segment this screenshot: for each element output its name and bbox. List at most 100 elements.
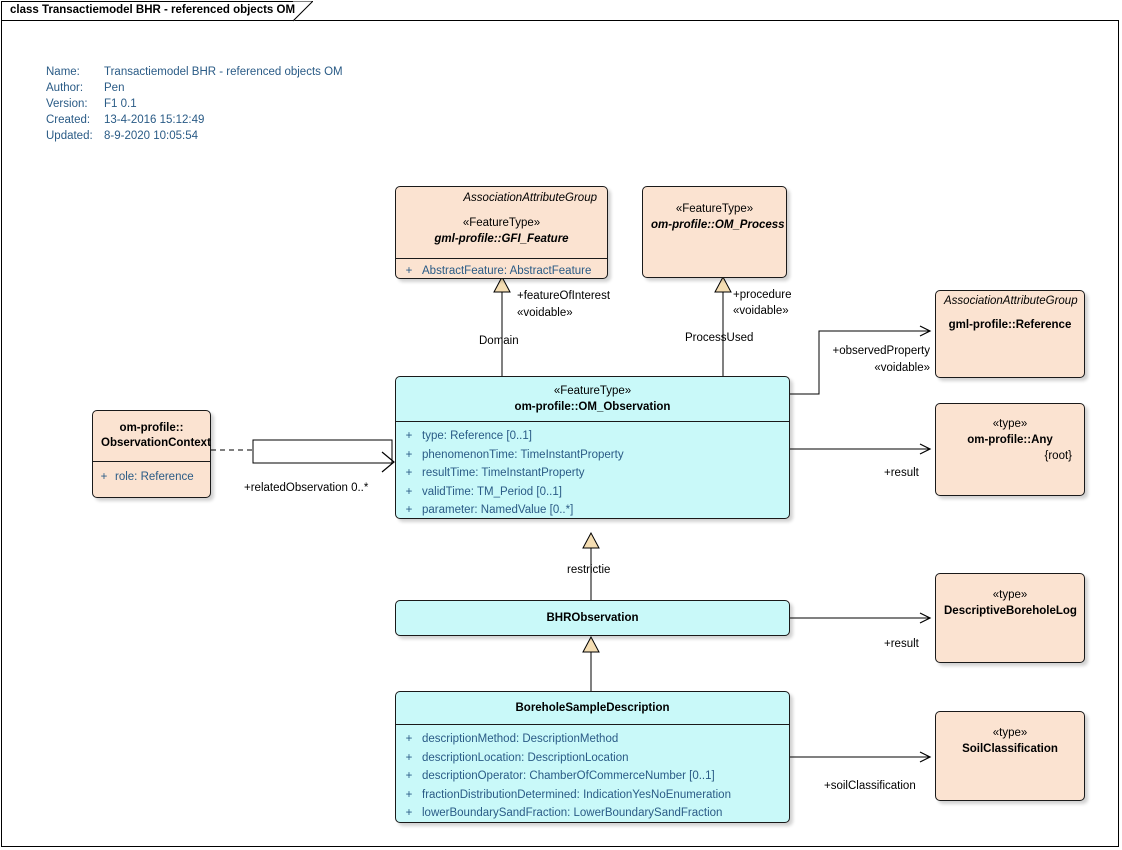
association-attribute-group-label-reference: AssociationAttributeGroup <box>944 295 1078 307</box>
diagram-title: class Transactiemodel BHR - referenced o… <box>10 4 296 16</box>
metadata-label-version: Version: <box>46 98 88 110</box>
metadata-row-name: Name: Transactiemodel BHR - referenced o… <box>46 64 343 80</box>
class-header-any: «type» om-profile::Any {root} <box>936 404 1084 471</box>
attribute-text: descriptionOperator: ChamberOfCommerceNu… <box>422 770 715 782</box>
metadata-value-version: F1 0.1 <box>104 98 137 110</box>
attribute-visibility: + <box>405 265 413 277</box>
attribute-row: + lowerBoundarySandFraction: LowerBounda… <box>396 804 789 823</box>
attribute-visibility: + <box>100 471 108 483</box>
class-soilclassification[interactable]: «type» SoilClassification <box>935 711 1085 801</box>
association-attribute-group-label-gfi-feature: AssociationAttributeGroup <box>463 192 597 204</box>
class-header-gfi-feature: AssociationAttributeGroup «FeatureType» … <box>396 187 607 259</box>
class-descriptiveboreholelog[interactable]: «type» DescriptiveBoreholeLog <box>935 573 1085 663</box>
connector-label-relatedobservation: +relatedObservation 0..* <box>244 482 369 494</box>
class-header-soilclassification: «type» SoilClassification <box>936 712 1084 764</box>
attribute-text: descriptionLocation: DescriptionLocation <box>422 751 629 764</box>
attribute-visibility: + <box>405 788 413 801</box>
metadata-row-version: Version: F1 0.1 <box>46 96 343 112</box>
diagram-frame-border <box>1 20 1119 847</box>
class-name-observationcontext-line1: om-profile:: <box>119 422 184 434</box>
stereotype-any: «type» <box>992 418 1028 430</box>
connector-label-restrictie: restrictie <box>567 564 611 576</box>
attribute-text: AbstractFeature: AbstractFeature <box>422 265 592 277</box>
attribute-text: lowerBoundarySandFraction: LowerBoundary… <box>422 807 723 819</box>
metadata-row-created: Created: 13-4-2016 15:12:49 <box>46 112 343 128</box>
stereotype-descriptiveboreholelog: «type» <box>992 589 1028 601</box>
class-name-gfi-feature: gml-profile::GFI_Feature <box>434 233 569 245</box>
metadata-value-updated: 8-9-2020 10:05:54 <box>104 130 198 142</box>
connector-label-processused: ProcessUsed <box>685 332 754 344</box>
class-header-boreholesampledescription: BoreholeSampleDescription <box>396 692 789 725</box>
attribute-text: phenomenonTime: TimeInstantProperty <box>422 448 624 461</box>
attribute-text: type: Reference [0..1] <box>422 430 532 442</box>
class-header-om-observation: «FeatureType» om-profile::OM_Observation <box>396 377 789 422</box>
class-boreholesampledescription[interactable]: BoreholeSampleDescription + descriptionM… <box>395 691 790 823</box>
connector-label-domain: Domain <box>479 335 519 347</box>
class-header-om-process: «FeatureType» om-profile::OM_Process <box>643 187 786 240</box>
attribute-row: + descriptionOperator: ChamberOfCommerce… <box>396 767 789 786</box>
metadata-value-author: Pen <box>104 82 125 94</box>
class-gml-profile-gfi-feature[interactable]: AssociationAttributeGroup «FeatureType» … <box>395 186 608 279</box>
connector-label-observedproperty-stereotype: «voidable» <box>874 362 930 374</box>
class-om-profile-any[interactable]: «type» om-profile::Any {root} <box>935 403 1085 496</box>
metadata-label-author: Author: <box>46 82 84 94</box>
class-name-observationcontext-line2: ObservationContext <box>101 437 211 449</box>
attribute-row: + type: Reference [0..1] <box>396 427 789 446</box>
attribute-row: + validTime: TM_Period [0..1] <box>396 483 789 502</box>
attribute-text: parameter: NamedValue [0..*] <box>422 504 574 516</box>
class-header-bhrobservation: BHRObservation <box>396 601 789 633</box>
attribute-visibility: + <box>405 485 413 498</box>
metadata-label-updated: Updated: <box>46 130 93 142</box>
attribute-row: + AbstractFeature: AbstractFeature <box>396 262 607 281</box>
diagram-metadata: Name: Transactiemodel BHR - referenced o… <box>46 64 343 144</box>
metadata-value-created: 13-4-2016 15:12:49 <box>104 114 205 126</box>
class-name-om-process: om-profile::OM_Process <box>651 219 785 231</box>
class-om-profile-om-observation[interactable]: «FeatureType» om-profile::OM_Observation… <box>395 376 790 519</box>
class-header-observationcontext: om-profile:: ObservationContext <box>93 411 211 462</box>
attribute-text: fractionDistributionDetermined: Indicati… <box>422 788 731 801</box>
class-name-boreholesampledescription: BoreholeSampleDescription <box>515 702 670 714</box>
root-tag-any: {root} <box>1044 450 1073 462</box>
class-attributes-observationcontext: + role: Reference <box>93 462 210 493</box>
attribute-visibility: + <box>405 448 413 461</box>
connector-label-featureofinterest-stereotype: «voidable» <box>517 307 573 319</box>
connector-label-result-any: +result <box>884 467 919 479</box>
attribute-visibility: + <box>405 770 413 782</box>
metadata-value-name: Transactiemodel BHR - referenced objects… <box>104 66 343 78</box>
metadata-row-updated: Updated: 8-9-2020 10:05:54 <box>46 128 343 144</box>
class-bhrobservation[interactable]: BHRObservation <box>395 600 790 636</box>
connector-label-procedure: +procedure <box>733 289 792 301</box>
stereotype-om-process: «FeatureType» <box>675 203 754 215</box>
attribute-text: descriptionMethod: DescriptionMethod <box>422 733 619 745</box>
attribute-text: resultTime: TimeInstantProperty <box>422 467 585 479</box>
connector-label-observedproperty: +observedProperty <box>832 345 931 357</box>
attribute-text: validTime: TM_Period [0..1] <box>422 485 562 498</box>
attribute-row: + descriptionLocation: DescriptionLocati… <box>396 749 789 768</box>
attribute-visibility: + <box>405 807 413 819</box>
class-om-profile-observationcontext[interactable]: om-profile:: ObservationContext + role: … <box>92 410 211 498</box>
attribute-visibility: + <box>405 751 413 764</box>
class-name-soilclassification: SoilClassification <box>962 743 1058 755</box>
metadata-row-author: Author: Pen <box>46 80 343 96</box>
class-name-om-observation: om-profile::OM_Observation <box>514 401 671 413</box>
metadata-label-name: Name: <box>46 66 80 78</box>
attribute-visibility: + <box>405 504 413 516</box>
class-name-any: om-profile::Any <box>967 434 1053 446</box>
stereotype-om-observation: «FeatureType» <box>553 385 632 397</box>
diagram-frame-tab-slant-icon <box>293 1 313 22</box>
attribute-row: + descriptionMethod: DescriptionMethod <box>396 730 789 749</box>
attribute-visibility: + <box>405 733 413 745</box>
attribute-row: + fractionDistributionDetermined: Indica… <box>396 786 789 805</box>
class-om-profile-om-process[interactable]: «FeatureType» om-profile::OM_Process <box>642 186 787 278</box>
class-gml-profile-reference[interactable]: AssociationAttributeGroup gml-profile::R… <box>935 290 1085 378</box>
class-header-descriptiveboreholelog: «type» DescriptiveBoreholeLog <box>936 574 1084 626</box>
stereotype-soilclassification: «type» <box>992 727 1028 739</box>
attribute-text: role: Reference <box>115 471 194 483</box>
connector-label-soilclassification: +soilClassification <box>824 780 916 792</box>
connector-label-result-log: +result <box>884 638 919 650</box>
attribute-row: + role: Reference <box>93 468 210 487</box>
attribute-row: + resultTime: TimeInstantProperty <box>396 464 789 483</box>
metadata-label-created: Created: <box>46 114 91 126</box>
attribute-row: + phenomenonTime: TimeInstantProperty <box>396 446 789 465</box>
